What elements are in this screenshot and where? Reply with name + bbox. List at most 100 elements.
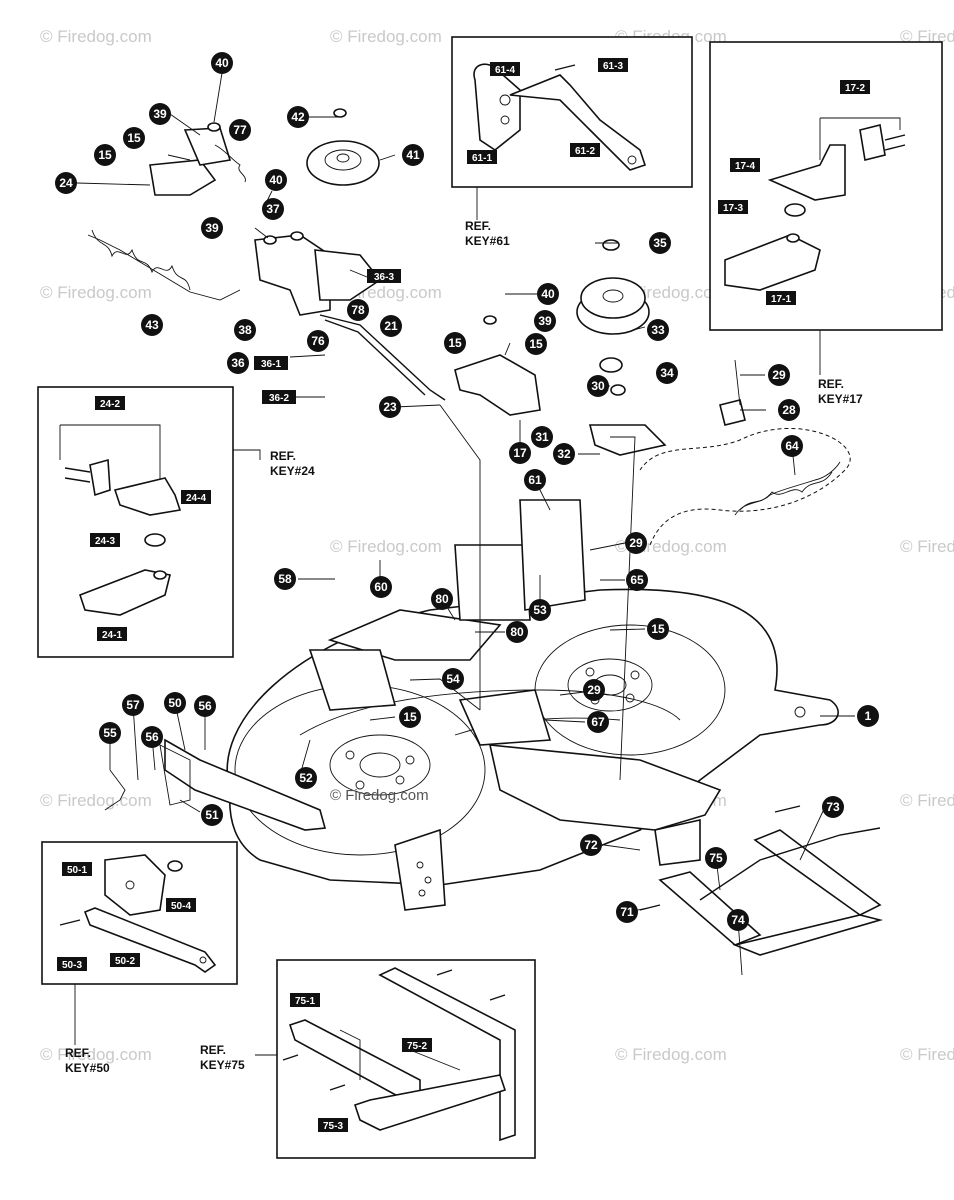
- mower-deck: [226, 499, 839, 911]
- callout: 80: [506, 621, 528, 643]
- svg-text:15: 15: [448, 336, 462, 350]
- inset-tag: 17-1: [766, 291, 796, 305]
- svg-text:KEY#50: KEY#50: [65, 1061, 110, 1075]
- svg-text:42: 42: [291, 110, 305, 124]
- lower-linkage: [104, 738, 884, 956]
- svg-text:28: 28: [782, 403, 796, 417]
- callout: 24: [55, 172, 77, 194]
- svg-text:34: 34: [660, 366, 674, 380]
- callout: 15: [94, 144, 116, 166]
- svg-text:61: 61: [528, 473, 542, 487]
- callout: 23: [379, 396, 401, 418]
- inset-24: [37, 386, 234, 658]
- svg-text:24-2: 24-2: [100, 399, 120, 410]
- svg-text:67: 67: [591, 715, 605, 729]
- svg-text:54: 54: [446, 672, 460, 686]
- svg-text:50-1: 50-1: [67, 865, 87, 876]
- svg-text:41: 41: [406, 148, 420, 162]
- svg-text:56: 56: [145, 730, 159, 744]
- callout: 65: [626, 569, 648, 591]
- callout: 38: [234, 319, 256, 341]
- svg-text:29: 29: [587, 683, 601, 697]
- callout: 34: [656, 362, 678, 384]
- svg-text:36-3: 36-3: [374, 272, 394, 283]
- callout: 39: [149, 103, 171, 125]
- callout: 60: [370, 576, 392, 598]
- ref-key-75: REF. KEY#75: [200, 1043, 245, 1072]
- callout: 41: [402, 144, 424, 166]
- svg-text:33: 33: [651, 323, 665, 337]
- svg-text:50-4: 50-4: [171, 901, 191, 912]
- svg-text:78: 78: [351, 303, 365, 317]
- svg-text:61-2: 61-2: [575, 146, 595, 157]
- inset-tag: 50-1: [62, 862, 92, 876]
- callout-tag: 36-3: [367, 269, 401, 283]
- svg-text:REF.: REF.: [818, 377, 844, 391]
- callout: 31: [531, 426, 553, 448]
- watermark: © Firedog.com: [40, 283, 152, 302]
- callout: 35: [649, 232, 671, 254]
- ref-key-50: REF. KEY#50: [65, 1046, 110, 1075]
- svg-text:REF.: REF.: [200, 1043, 226, 1057]
- inset-61: [451, 36, 693, 188]
- svg-text:80: 80: [435, 592, 449, 606]
- callout: 58: [274, 568, 296, 590]
- svg-text:74: 74: [731, 913, 745, 927]
- callout-tag: 36-2: [262, 390, 296, 404]
- watermark: © Firedog.com: [900, 791, 954, 810]
- svg-text:36: 36: [231, 356, 245, 370]
- inset-tag: 50-4: [166, 898, 196, 912]
- svg-text:15: 15: [98, 148, 112, 162]
- callout: 54: [442, 668, 464, 690]
- callout: 67: [587, 711, 609, 733]
- callout: 56: [141, 726, 163, 748]
- inset-tag: 61-2: [570, 143, 600, 157]
- callout: 76: [307, 330, 329, 352]
- svg-text:17-3: 17-3: [723, 203, 743, 214]
- watermark: © Firedog.com: [330, 27, 442, 46]
- svg-text:52: 52: [299, 771, 313, 785]
- svg-text:40: 40: [541, 287, 555, 301]
- callout: 15: [123, 127, 145, 149]
- inset-tag: 75-2: [402, 1038, 432, 1052]
- inset-17-tags: 17-2 17-4 17-3 17-1: [718, 80, 870, 305]
- svg-text:17-2: 17-2: [845, 83, 865, 94]
- callout: 33: [647, 319, 669, 341]
- watermark: © Firedog.com: [330, 537, 442, 556]
- svg-text:23: 23: [383, 400, 397, 414]
- svg-text:15: 15: [127, 131, 141, 145]
- svg-text:61-4: 61-4: [495, 65, 515, 76]
- svg-text:50: 50: [168, 696, 182, 710]
- svg-text:29: 29: [629, 536, 643, 550]
- callout: 43: [141, 314, 163, 336]
- svg-text:36-2: 36-2: [269, 393, 289, 404]
- svg-text:REF.: REF.: [465, 219, 491, 233]
- callout: 15: [399, 706, 421, 728]
- svg-text:REF.: REF.: [270, 449, 296, 463]
- callout: 80: [431, 588, 453, 610]
- callout: 61: [524, 469, 546, 491]
- callout: 50: [164, 692, 186, 714]
- callout: 51: [201, 804, 223, 826]
- svg-text:24-3: 24-3: [95, 536, 115, 547]
- callout: 37: [262, 198, 284, 220]
- svg-text:57: 57: [126, 698, 140, 712]
- callouts: 40 39 15 15 77 24 42 41 40 37 39 36-3 43…: [55, 52, 879, 931]
- svg-text:61-1: 61-1: [472, 153, 492, 164]
- svg-text:55: 55: [103, 726, 117, 740]
- svg-text:17-1: 17-1: [771, 294, 791, 305]
- svg-text:40: 40: [269, 173, 283, 187]
- inset-tag: 24-1: [97, 627, 127, 641]
- callout: 1: [857, 705, 879, 727]
- inset-75: [276, 959, 536, 1159]
- callout: 40: [265, 169, 287, 191]
- svg-text:REF.: REF.: [65, 1046, 91, 1060]
- callout: 36: [227, 352, 249, 374]
- callout: 56: [194, 695, 216, 717]
- svg-text:24-4: 24-4: [186, 493, 206, 504]
- svg-text:50-3: 50-3: [62, 960, 82, 971]
- svg-text:39: 39: [205, 221, 219, 235]
- svg-text:KEY#61: KEY#61: [465, 234, 510, 248]
- svg-text:77: 77: [233, 123, 247, 137]
